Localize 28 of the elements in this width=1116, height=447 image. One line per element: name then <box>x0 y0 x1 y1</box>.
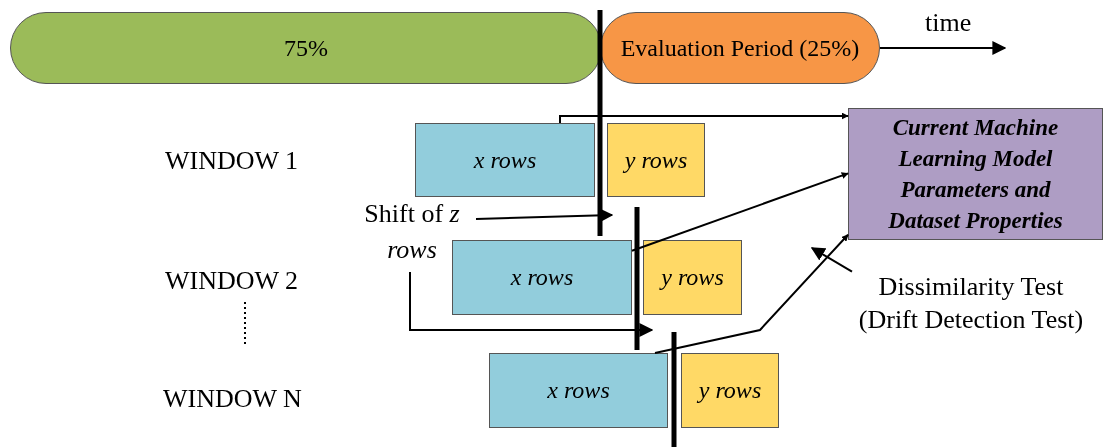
evaluation-period-bar <box>600 12 880 84</box>
time-label: time <box>925 8 972 38</box>
window-label: WINDOW 1 <box>165 146 299 176</box>
box-text: Evaluation Period (25%) <box>620 34 860 62</box>
window-label: WINDOW N <box>163 384 302 414</box>
arrow <box>879 41 1007 55</box>
shift-note: Shift of z rows <box>363 198 461 266</box>
box-text: x rows <box>547 377 610 404</box>
dissimilarity-test-note: Dissimilarity Test (Drift Detection Test) <box>857 271 1085 336</box>
arrow <box>654 233 849 354</box>
box-text: y rows <box>698 377 762 404</box>
box-text: x rows <box>510 264 574 291</box>
training-rows-box <box>489 353 668 428</box>
test-rows-box <box>681 353 779 428</box>
box-text: y rows <box>661 264 724 291</box>
box-text: y rows <box>624 146 688 174</box>
box-text: x rows <box>473 146 537 174</box>
training-rows-box <box>415 123 595 197</box>
arrow <box>631 172 849 252</box>
training-rows-box <box>452 240 632 315</box>
window-label: WINDOW 2 <box>165 266 299 296</box>
arrow <box>810 247 853 273</box>
test-rows-box <box>643 240 742 315</box>
arrow <box>559 112 849 124</box>
test-rows-box <box>607 123 705 197</box>
box-text: Current Machine Learning Model Parameters and Dataset Properties <box>887 114 1064 235</box>
model-parameters-box <box>848 108 1103 240</box>
box-text: 75% <box>284 34 328 62</box>
